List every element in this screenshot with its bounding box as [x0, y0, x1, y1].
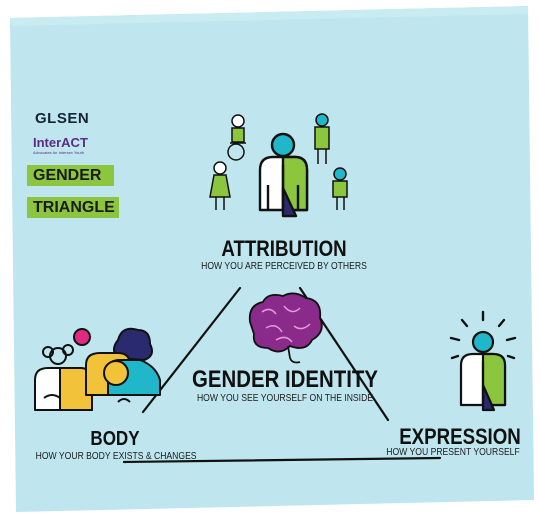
- gender-identity-title: GENDER IDENTITY: [192, 366, 378, 393]
- expression-title: EXPRESSION: [399, 424, 521, 449]
- interact-logo: InterACT: [33, 135, 88, 150]
- gender-tag: GENDER: [27, 165, 114, 186]
- expression-subtitle: HOW YOU PRESENT YOURSELF: [386, 446, 520, 458]
- body-title: BODY: [90, 428, 140, 450]
- doctor-person-icon: [314, 113, 330, 164]
- child-person-icon: [332, 167, 348, 210]
- dress-person-icon: [209, 161, 231, 210]
- expression-figure-icon: [459, 330, 507, 412]
- attribution-figure-icon: [258, 132, 309, 218]
- triangle-tag: TRIANGLE: [27, 197, 119, 218]
- body-figures-icon: [34, 327, 161, 411]
- interact-tagline: Advocates for Intersex Youth: [33, 150, 84, 155]
- radiating-lines-icon: [449, 310, 517, 360]
- attribution-title: ATTRIBUTION: [221, 236, 347, 261]
- wheelchair-person-icon: [227, 114, 246, 161]
- attribution-subtitle: HOW YOU ARE PERCEIVED BY OTHERS: [201, 260, 367, 272]
- gender-identity-subtitle: HOW YOU SEE YOURSELF ON THE INSIDE: [196, 392, 374, 404]
- glsen-logo: GLSEN: [35, 110, 90, 127]
- brain-icon: [248, 292, 323, 364]
- body-subtitle: HOW YOUR BODY EXISTS & CHANGES: [35, 450, 197, 462]
